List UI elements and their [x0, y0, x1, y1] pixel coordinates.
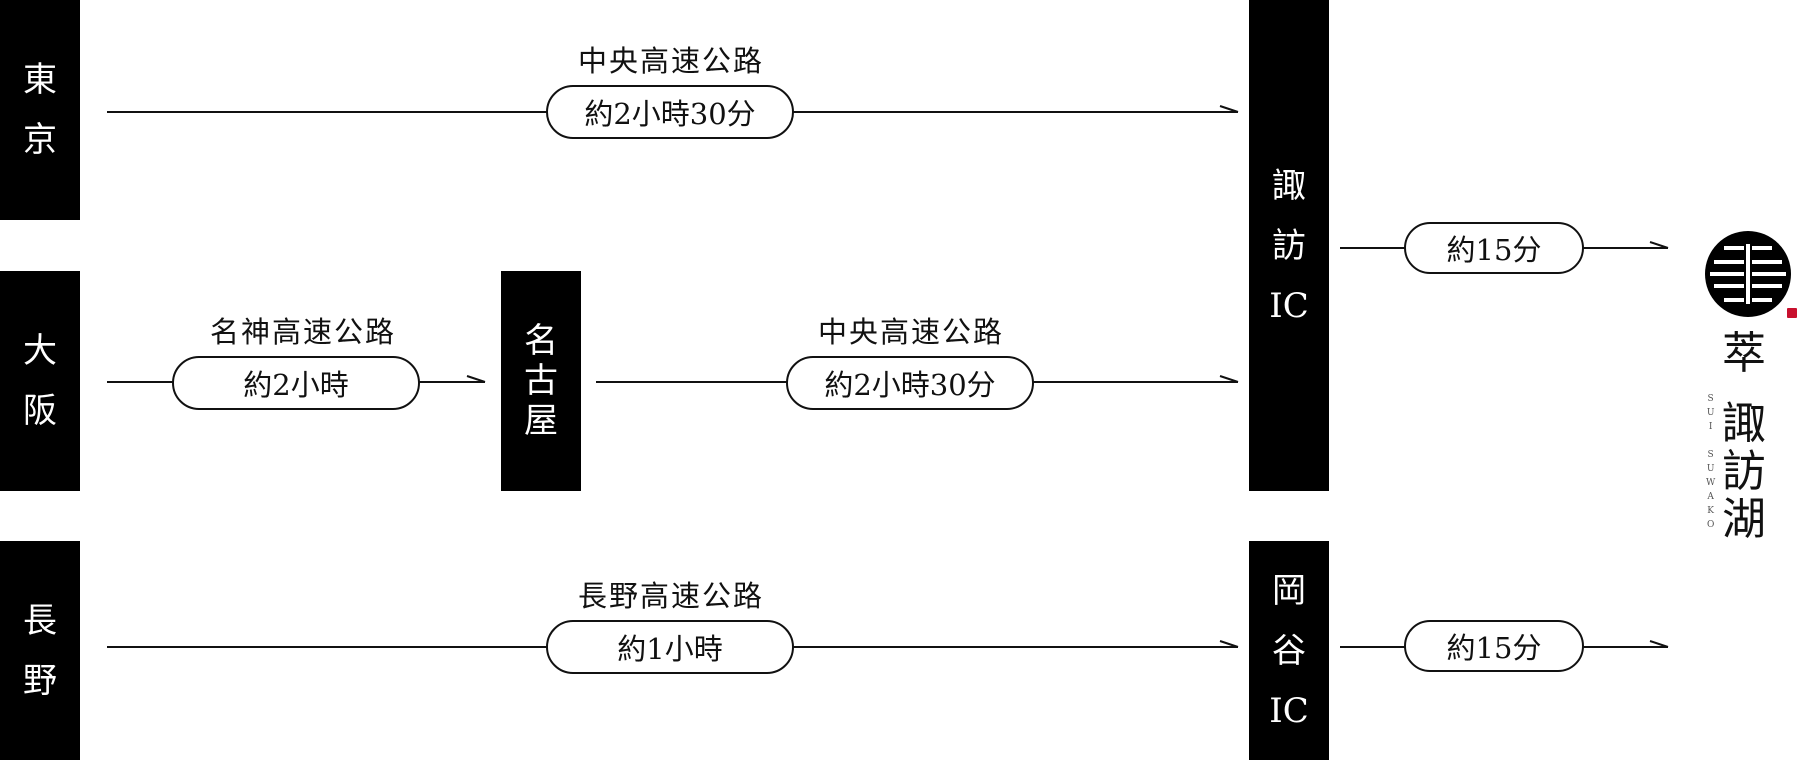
road-label-nagoya-suwa: 中央高速公路: [817, 315, 1005, 349]
origin-tokyo: 東 京: [0, 0, 80, 220]
origin-nagano: 長 野: [0, 541, 80, 760]
waypoint-nagoya-char: 古: [524, 361, 558, 401]
logo-roman-char: S: [1707, 394, 1714, 404]
origin-osaka-char: 大: [23, 331, 57, 371]
waypoint-nagoya: 名 古 屋: [501, 271, 581, 491]
logo-roman-char: S: [1707, 450, 1714, 460]
logo-kanji-char: 萃: [1722, 328, 1766, 379]
waypoint-suwa-ic-char: IC: [1269, 285, 1309, 326]
time-pill-nagano-okaya: 約1小時: [546, 620, 794, 674]
logo-roman-char: U: [1706, 464, 1715, 474]
waypoint-okaya-ic-char: 谷: [1271, 630, 1306, 671]
logo-roman-char: W: [1706, 478, 1716, 488]
origin-osaka: 大 阪: [0, 271, 80, 491]
waypoint-okaya-ic-char: 岡: [1271, 570, 1306, 611]
logo-kanji-char: 湖: [1722, 494, 1766, 545]
time-pill-suwa-hotel: 約15分: [1404, 222, 1584, 274]
hotel-logo-roman: S U I S U W A K O: [1706, 392, 1715, 532]
waypoint-suwa-ic-char: 諏: [1271, 165, 1306, 206]
waypoint-okaya-ic: 岡 谷 IC: [1249, 541, 1329, 760]
road-label-osaka-nagoya: 名神高速公路: [209, 315, 397, 349]
waypoint-nagoya-char: 屋: [524, 401, 558, 441]
logo-roman-char: K: [1707, 506, 1714, 516]
origin-nagano-char: 野: [23, 660, 57, 701]
time-pill-tokyo-suwa: 約2小時30分: [546, 85, 794, 139]
waypoint-suwa-ic-char: 訪: [1271, 225, 1306, 266]
waypoint-suwa-ic: 諏 訪 IC: [1249, 0, 1329, 491]
logo-seal-icon: [1787, 308, 1797, 318]
origin-osaka-char: 阪: [23, 391, 57, 431]
logo-kanji-char: 諏: [1722, 398, 1766, 449]
logo-roman-char: U: [1706, 408, 1715, 418]
hotel-logo-kanji: 萃 諏 訪 湖: [1722, 330, 1766, 544]
waypoint-nagoya-char: 名: [524, 321, 558, 361]
origin-tokyo-char: 東: [23, 60, 57, 100]
road-label-tokyo-suwa: 中央高速公路: [577, 44, 765, 78]
origin-nagano-char: 長: [23, 600, 57, 641]
road-label-nagano-okaya: 長野高速公路: [577, 579, 765, 613]
origin-tokyo-char: 京: [23, 120, 57, 160]
waypoint-okaya-ic-char: IC: [1269, 690, 1309, 731]
time-pill-okaya-hotel: 約15分: [1404, 620, 1584, 672]
logo-roman-char: O: [1706, 520, 1715, 530]
hotel-logo-emblem-icon: [1705, 231, 1791, 317]
logo-roman-char: I: [1708, 422, 1713, 432]
time-pill-nagoya-suwa: 約2小時30分: [786, 356, 1034, 410]
logo-roman-char: A: [1707, 492, 1714, 502]
time-pill-osaka-nagoya: 約2小時: [172, 356, 420, 410]
logo-kanji-char: 訪: [1722, 446, 1766, 497]
